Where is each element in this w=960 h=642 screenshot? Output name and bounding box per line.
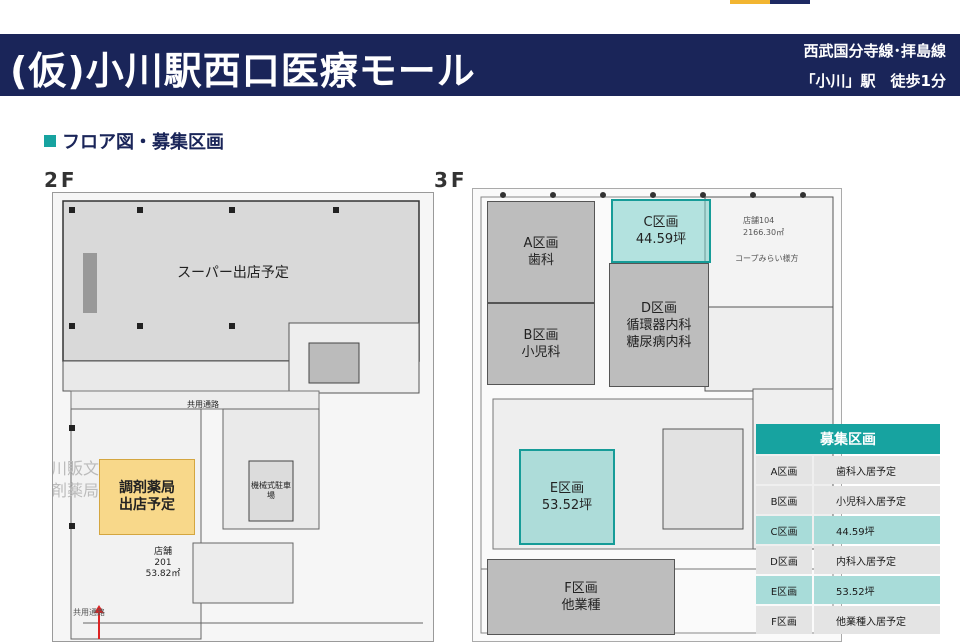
floor-2-drawing — [62, 200, 423, 640]
zone-a-detail: 歯科 — [527, 253, 554, 268]
legend-status: 他業種入居予定 — [814, 606, 940, 634]
zone-b[interactable]: B区画 小児科 — [487, 303, 595, 385]
zone-d-detail-1: 循環器内科 — [626, 317, 692, 333]
parking-label: 機械式駐車場 — [251, 481, 291, 500]
section-title: フロア図・募集区画 — [62, 132, 224, 153]
legend-zone: F区画 — [756, 606, 812, 634]
legend-row: B区画 小児科入居予定 — [756, 486, 940, 514]
line-info: 西武国分寺線･拝島線 — [803, 42, 946, 60]
zone-e-detail: 53.52坪 — [541, 498, 593, 513]
zone-d-name: D区画 — [640, 300, 677, 316]
zone-f-detail: 他業種 — [561, 598, 601, 613]
legend-zone: B区画 — [756, 486, 812, 514]
zone-d[interactable]: D区画 循環器内科 糖尿病内科 — [609, 263, 709, 387]
zone-c[interactable]: C区画 44.59坪 — [611, 199, 711, 263]
store-104-note: コープみらい様方 — [735, 254, 799, 263]
zone-e[interactable]: E区画 53.52坪 — [519, 449, 615, 545]
legend-zone: D区画 — [756, 546, 812, 574]
recruitment-legend: 募集区画 A区画 歯科入居予定 B区画 小児科入居予定 C区画 44.59坪 D… — [756, 424, 940, 634]
zone-b-detail: 小児科 — [521, 345, 561, 360]
header-banner: (仮)小川駅西口医療モール 西武国分寺線･拝島線 「小川」駅 徒歩1分 — [0, 34, 960, 96]
legend-zone: A区画 — [756, 456, 812, 484]
station-info: 「小川」駅 徒歩1分 — [800, 72, 946, 90]
floor-2-plan: スーパー出店予定 共用通路 川販文 剤薬局 調剤薬局 出店予定 店舗 201 5… — [52, 192, 434, 642]
accent-bar-navy — [770, 0, 810, 4]
store-number: 201 — [154, 557, 172, 568]
legend-row: C区画 44.59坪 — [756, 516, 940, 544]
legend-status: 53.52坪 — [814, 576, 940, 604]
store-label: 店舗 — [153, 546, 172, 557]
pharmacy-label-2: 出店予定 — [119, 497, 175, 513]
background-text: 川販文 — [52, 459, 100, 478]
legend-row: E区画 53.52坪 — [756, 576, 940, 604]
zone-a[interactable]: A区画 歯科 — [487, 201, 595, 303]
legend-zone: C区画 — [756, 516, 812, 544]
store-area: 53.82㎡ — [145, 568, 181, 579]
corridor-label-bottom: 共用通路 — [73, 608, 105, 617]
zone-f[interactable]: F区画 他業種 — [487, 559, 675, 635]
legend-row: D区画 内科入居予定 — [756, 546, 940, 574]
zone-c-name: C区画 — [643, 215, 679, 230]
floor-2-label: 2F — [44, 168, 78, 192]
legend-status: 小児科入居予定 — [814, 486, 940, 514]
zone-e-name: E区画 — [549, 481, 585, 496]
legend-status: 内科入居予定 — [814, 546, 940, 574]
legend-status: 歯科入居予定 — [814, 456, 940, 484]
zone-c-detail: 44.59坪 — [635, 232, 687, 247]
store-104-area: 2166.30㎡ — [743, 228, 785, 237]
legend-status: 44.59坪 — [814, 516, 940, 544]
legend-title: 募集区画 — [756, 424, 940, 454]
floor-3-label: 3F — [434, 168, 468, 192]
zone-d-detail-2: 糖尿病内科 — [626, 334, 692, 350]
pharmacy-zone: 調剤薬局 出店予定 — [99, 459, 195, 535]
zone-b-name: B区画 — [523, 328, 559, 343]
zone-f-name: F区画 — [564, 581, 598, 596]
common-corridor-label: 共用通路 — [187, 399, 219, 409]
pharmacy-label-1: 調剤薬局 — [119, 480, 175, 496]
square-bullet-icon — [44, 135, 56, 147]
store-201: 店舗 201 53.82㎡ — [133, 543, 193, 583]
legend-zone: E区画 — [756, 576, 812, 604]
floor-3-plan: A区画 歯科 B区画 小児科 C区画 44.59坪 D区画 循環器内科 糖尿病内… — [472, 188, 842, 642]
zone-a-name: A区画 — [523, 236, 559, 251]
supermarket-label: スーパー出店予定 — [177, 264, 289, 281]
legend-row: F区画 他業種入居予定 — [756, 606, 940, 634]
legend-row: A区画 歯科入居予定 — [756, 456, 940, 484]
background-text: 剤薬局 — [52, 481, 100, 500]
section-heading: フロア図・募集区画 — [44, 128, 224, 154]
store-104-label: 店舗104 — [743, 216, 775, 225]
page-title: (仮)小川駅西口医療モール — [10, 49, 476, 93]
